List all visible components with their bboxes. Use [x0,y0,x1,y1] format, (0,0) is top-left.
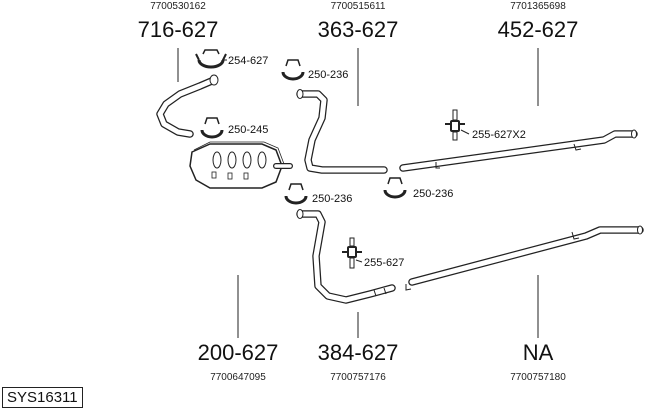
hanger-label-255-627: 255-627 [364,257,404,269]
clamp-250-245[interactable] [200,117,224,139]
part-oem-384-627: 7700757176 [330,372,386,383]
part-oem-452-627: 7701365698 [510,1,566,12]
part-number-452-627[interactable]: 452-627 [498,17,579,42]
part-number-384-627[interactable]: 384-627 [318,340,399,365]
front-silencer-200-627[interactable] [189,141,293,189]
rear-pipe-na[interactable] [405,225,644,291]
part-number-363-627[interactable]: 363-627 [318,17,399,42]
clamp-label-254-627: 254-627 [228,55,268,67]
clamp-label-250-236-top: 250-236 [308,69,348,81]
part-oem-716-627: 7700530162 [150,1,206,12]
clamp-250-236-low[interactable] [284,183,308,205]
part-oem-200-627: 7700647095 [210,372,266,383]
clamp-label-250-236-mid: 250-236 [413,188,453,200]
rear-pipe-452-627[interactable] [399,129,638,172]
part-oem-na: 7700757180 [510,372,566,383]
hanger-255-627[interactable] [342,237,362,269]
clamp-250-236-top[interactable] [281,59,305,81]
middle-pipe-363-627[interactable] [296,89,388,174]
front-pipe-716-627[interactable] [156,74,219,138]
hanger-255-627x2[interactable] [445,109,465,141]
part-number-200-627[interactable]: 200-627 [198,340,279,365]
clamp-254-627[interactable] [195,49,227,69]
clamp-250-236-mid[interactable] [383,177,407,199]
part-number-na[interactable]: NA [523,340,554,365]
lower-pipe-384-627[interactable] [296,209,396,304]
hanger-leader-255-627x2 [460,129,470,135]
part-number-716-627[interactable]: 716-627 [138,17,219,42]
clamp-label-250-245: 250-245 [228,124,268,136]
clamp-label-250-236-low: 250-236 [312,193,352,205]
hanger-leader-255-627 [355,259,363,263]
hanger-label-255-627x2: 255-627X2 [472,129,526,141]
part-oem-363-627: 7700515611 [331,1,386,12]
system-id-box: SYS16311 [2,387,83,408]
